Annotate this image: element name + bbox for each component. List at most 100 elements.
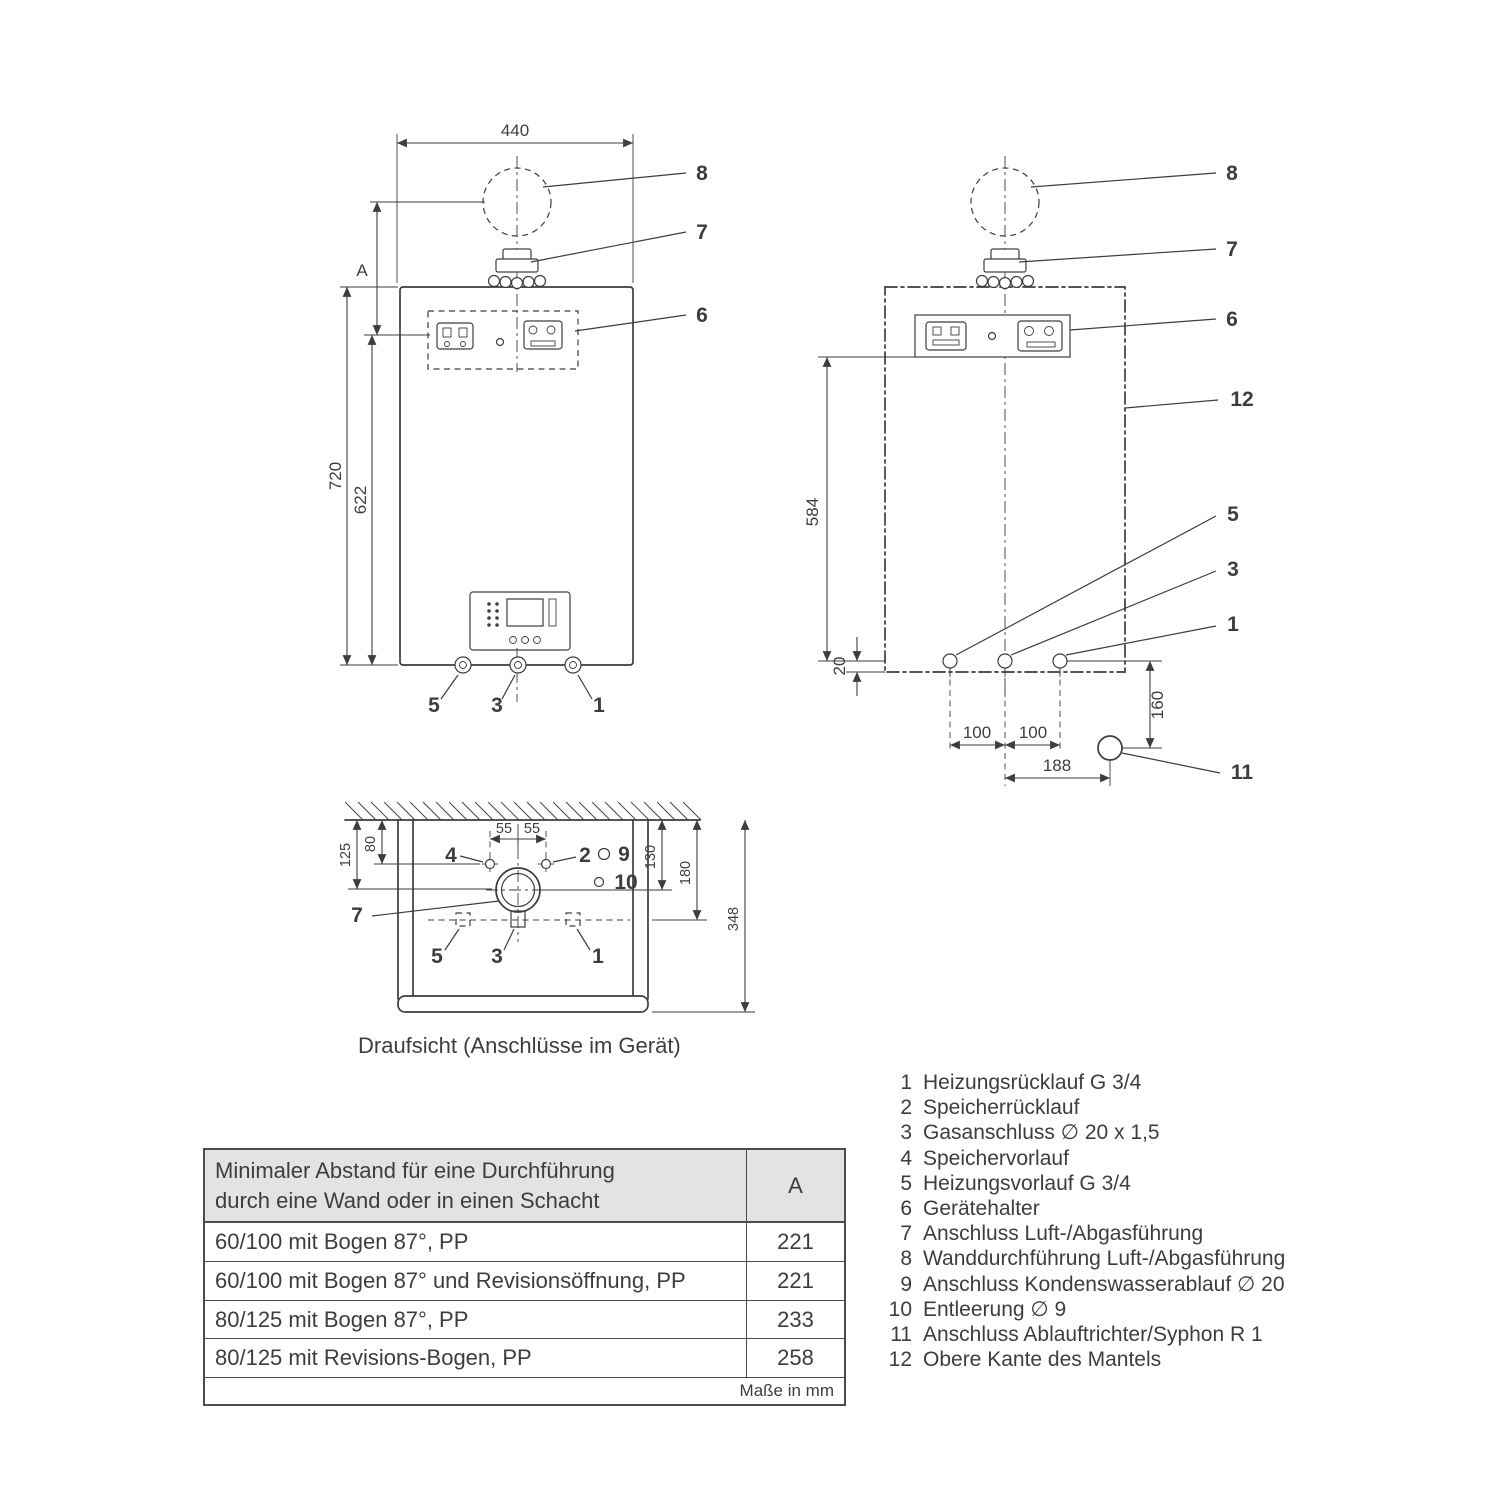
flue-circle-top	[486, 824, 550, 942]
top-dim-55: 55 55	[489, 821, 547, 856]
side-dim-bracket: 584	[803, 356, 915, 662]
legend-item-label: Gasanschluss ∅ 20 x 1,5	[923, 1121, 1160, 1145]
clearance-table-title-line1: Minimaler Abstand für eine Durchführung	[215, 1158, 615, 1183]
top-callout-2: 2	[579, 844, 591, 867]
side-dim-pitch: 100 100	[949, 669, 1061, 786]
drawing-canvas: 440	[326, 121, 1254, 1058]
table-row-value: 233	[746, 1300, 844, 1339]
front-callout-7: 7	[696, 221, 708, 244]
top-dim-348: 348	[652, 820, 755, 1013]
wall-duct-circle-side	[970, 167, 1040, 237]
emptying-marker	[593, 876, 605, 888]
side-callout-12: 12	[1230, 388, 1253, 411]
front-dim-bracket: 622	[351, 335, 377, 665]
table-row-value: 221	[746, 1262, 844, 1300]
legend-item-label: Speichervorlauf	[923, 1146, 1069, 1170]
legend-item: 6 Gerätehalter	[880, 1196, 1285, 1221]
wall-hatching	[344, 801, 702, 821]
side-dim-bracket-label: 584	[803, 498, 822, 526]
top-callout-7: 7	[351, 904, 363, 927]
top-callout-1: 1	[592, 945, 604, 968]
front-dim-height-label: 720	[326, 462, 345, 490]
side-dim-pitch1-label: 100	[963, 723, 991, 742]
top-dim-125: 125	[338, 820, 492, 890]
side-callout-7: 7	[1226, 238, 1238, 261]
table-row: 60/100 mit Bogen 87°, PP 221	[205, 1223, 844, 1263]
side-callout-5: 5	[1227, 503, 1239, 526]
table-row: 80/125 mit Revisions-Bogen, PP 258	[205, 1339, 844, 1379]
top-view-caption: Draufsicht (Anschlüsse im Gerät)	[358, 1033, 681, 1058]
bracket-area-side	[914, 314, 1071, 358]
legend-item-number: 1	[900, 1071, 912, 1094]
legend-item-number: 8	[900, 1247, 912, 1271]
legend-item-number: 12	[888, 1348, 912, 1372]
legend-item: 8 Wanddurchführung Luft-/Abgasführung	[880, 1246, 1285, 1271]
front-dim-bracket-label: 622	[351, 486, 370, 514]
side-callout-8: 8	[1226, 162, 1238, 185]
top-dim-125-label: 125	[338, 843, 354, 867]
flue-connection-side	[975, 248, 1035, 290]
legend-item-label: Anschluss Kondenswasserablauf ∅ 20	[923, 1272, 1285, 1296]
legend-item-label: Gerätehalter	[923, 1197, 1040, 1221]
side-dim-bottom-label: 20	[830, 657, 849, 676]
front-dim-height: 720	[326, 286, 398, 666]
legend-item-label: Speicherrücklauf	[923, 1096, 1080, 1120]
top-dim-80: 80	[363, 820, 480, 865]
table-units-note: Maße in mm	[739, 1381, 834, 1401]
syphon-connection	[1097, 735, 1123, 761]
top-connection-row	[428, 910, 630, 928]
table-row-value: 221	[746, 1223, 844, 1262]
legend-item-label: Anschluss Luft-/Abgasführung	[923, 1222, 1204, 1246]
legend-item-number: 7	[900, 1222, 912, 1246]
storage-flow-marker	[482, 856, 498, 872]
legend-item-number: 4	[900, 1146, 912, 1170]
table-row-label: 60/100 mit Bogen 87° und Revisionsöffnun…	[215, 1268, 686, 1294]
legend-item: 9 Anschluss Kondenswasserablauf ∅ 20	[880, 1272, 1285, 1297]
table-row-label: 60/100 mit Bogen 87°, PP	[215, 1229, 469, 1255]
front-view: 440	[326, 121, 708, 717]
legend-item: 4 Speichervorlauf	[880, 1146, 1285, 1171]
clearance-table: Minimaler Abstand für eine Durchführung …	[203, 1148, 846, 1407]
legend-item-label: Anschluss Ablauftrichter/Syphon R 1	[923, 1323, 1263, 1347]
top-dim-80-label: 80	[363, 836, 379, 852]
front-dim-a-label: A	[356, 261, 368, 280]
front-callout-6: 6	[696, 304, 708, 327]
clearance-table-header: Minimaler Abstand für eine Durchführung …	[205, 1150, 844, 1224]
table-row: 60/100 mit Bogen 87° und Revisionsöffnun…	[205, 1262, 844, 1301]
top-callout-9: 9	[618, 843, 630, 866]
side-callout-3: 3	[1227, 558, 1239, 581]
front-connections	[454, 648, 582, 702]
storage-return-marker	[538, 856, 554, 872]
condensate-drain-marker	[597, 847, 611, 861]
flue-connection-front	[487, 248, 547, 290]
legend-item-number: 10	[888, 1297, 912, 1321]
legend-item-number: 11	[890, 1323, 912, 1347]
side-dim-syphon-v: 160	[1067, 660, 1167, 749]
table-row-label: 80/125 mit Bogen 87°, PP	[215, 1306, 469, 1332]
clearance-table-title-line2: durch eine Wand oder in einen Schacht	[215, 1187, 600, 1213]
table-row: 80/125 mit Bogen 87°, PP 233	[205, 1300, 844, 1340]
front-dim-a: A	[356, 201, 485, 336]
side-dim-syphon-h: 188	[1005, 756, 1111, 786]
legend-item-number: 5	[900, 1171, 912, 1195]
table-row-label: 80/125 mit Revisions-Bogen, PP	[215, 1345, 532, 1371]
legend-item-label: Heizungsvorlauf G 3/4	[923, 1171, 1131, 1195]
side-dim-syphon-v-label: 160	[1148, 691, 1167, 719]
legend-item-number: 6	[900, 1197, 912, 1221]
front-callout-8: 8	[696, 162, 708, 185]
side-dim-syphon-h-label: 188	[1043, 756, 1071, 775]
bracket-area-front	[427, 310, 579, 370]
side-dim-bottom: 20	[830, 637, 885, 696]
top-callout-5: 5	[431, 945, 443, 968]
legend-item-number: 3	[900, 1121, 912, 1145]
front-callout-3: 3	[491, 694, 503, 717]
top-dim-180: 180	[652, 820, 707, 921]
legend-item-number: 9	[900, 1272, 912, 1296]
legend-item-label: Heizungsrücklauf G 3/4	[923, 1071, 1142, 1094]
side-callout-1: 1	[1227, 613, 1239, 636]
legend-item: 3 Gasanschluss ∅ 20 x 1,5	[880, 1120, 1285, 1145]
legend-item: 5 Heizungsvorlauf G 3/4	[880, 1171, 1285, 1196]
top-dim-130-label: 130	[643, 845, 659, 869]
side-connections	[942, 653, 1068, 677]
